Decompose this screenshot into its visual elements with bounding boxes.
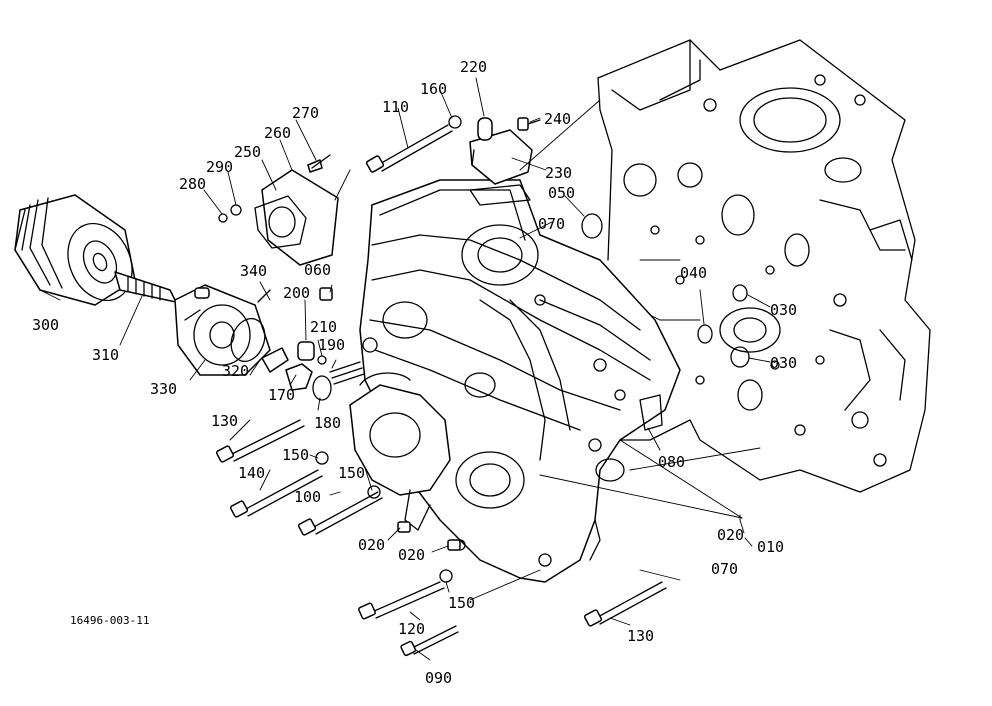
callout-020-mid: 020	[398, 546, 425, 564]
oil-cooler	[174, 284, 271, 376]
callout-300: 300	[32, 316, 59, 334]
leader-lines	[39, 77, 771, 661]
relief-valve-parts	[261, 341, 365, 401]
callout-150-left: 150	[282, 446, 309, 464]
water-flange	[218, 159, 339, 266]
callout-320: 320	[222, 362, 249, 380]
callout-250: 250	[234, 143, 261, 161]
threaded-nipple	[114, 271, 177, 303]
callout-200: 200	[283, 284, 310, 302]
callout-130-right: 130	[627, 627, 654, 645]
callout-100: 100	[294, 488, 321, 506]
seal-rings	[581, 213, 750, 368]
top-cover	[469, 117, 533, 206]
callout-020-left: 020	[358, 536, 385, 554]
callout-230: 230	[545, 164, 572, 182]
callout-210: 210	[310, 318, 337, 336]
callout-040: 040	[680, 264, 707, 282]
callout-010: 010	[757, 538, 784, 556]
callout-270: 270	[292, 104, 319, 122]
callout-240: 240	[544, 110, 571, 128]
callout-120: 120	[398, 620, 425, 638]
callout-140: 140	[238, 464, 265, 482]
o-ring-320	[230, 317, 266, 363]
callout-060: 060	[304, 261, 331, 279]
oil-filter	[14, 194, 136, 306]
callout-070-top: 070	[538, 215, 565, 233]
callout-080: 080	[658, 453, 685, 471]
callout-150-mid: 150	[338, 464, 365, 482]
callout-070-right: 070	[711, 560, 738, 578]
callout-150-bottom: 150	[448, 594, 475, 612]
callout-290: 290	[206, 158, 233, 176]
callout-190: 190	[318, 336, 345, 354]
callout-170: 170	[268, 386, 295, 404]
callout-130-left: 130	[211, 412, 238, 430]
gear-case	[349, 179, 681, 583]
callout-330: 330	[150, 380, 177, 398]
callout-030-upper: 030	[770, 301, 797, 319]
callout-180: 180	[314, 414, 341, 432]
bolts	[215, 115, 667, 657]
callout-220: 220	[460, 58, 487, 76]
reference-number: 16496-003-11	[70, 614, 149, 627]
engine-block	[597, 39, 931, 493]
callout-labels: 110 160 220 240 230 050 070 270 260 250 …	[32, 58, 797, 687]
callout-110: 110	[382, 98, 409, 116]
callout-050: 050	[548, 184, 575, 202]
callout-280: 280	[179, 175, 206, 193]
callout-310: 310	[92, 346, 119, 364]
callout-090: 090	[425, 669, 452, 687]
callout-030-lower: 030	[770, 354, 797, 372]
callout-340: 340	[240, 262, 267, 280]
callout-020-right: 020	[717, 526, 744, 544]
callout-160: 160	[420, 80, 447, 98]
callout-260: 260	[264, 124, 291, 142]
